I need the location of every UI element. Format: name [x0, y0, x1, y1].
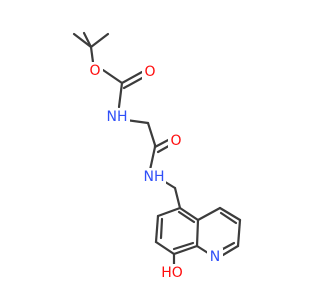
bond: [177, 210, 196, 224]
bond: [154, 214, 160, 244]
atom-label-o-ester: O: [89, 63, 100, 79]
bond: [101, 68, 124, 85]
bond: [195, 218, 200, 248]
bond: [172, 244, 199, 256]
amide-oxygen-label: O: [168, 132, 184, 150]
bond: [122, 75, 146, 90]
bond: [154, 240, 176, 256]
atom-label-nh-amide: NH: [144, 169, 165, 185]
bond: [219, 241, 236, 252]
bond: [146, 121, 157, 147]
bond: [82, 31, 93, 49]
molecule-diagram: HO N NH O NH O O: [72, 31, 242, 282]
bond: [148, 145, 157, 172]
ester-oxygen-label: O: [87, 62, 103, 80]
atom-label-nh-carbamate: NH: [107, 109, 128, 125]
bond: [89, 32, 110, 49]
hydroxyl-label: HO: [157, 264, 187, 282]
bond: [117, 81, 124, 109]
bond: [219, 211, 238, 225]
atom-label-o-amide: O: [170, 133, 181, 149]
bond: [120, 70, 144, 85]
atom-label-o-carbonyl: O: [144, 64, 155, 80]
carbamate-carbonyl-oxygen-label: O: [142, 63, 158, 81]
bond: [156, 206, 182, 218]
bond: [221, 244, 240, 257]
bond: [173, 186, 182, 210]
atom-label-ho: HO: [161, 265, 183, 281]
bond: [195, 244, 210, 255]
atom-label-n-ring: N: [210, 249, 220, 265]
bond: [72, 32, 93, 49]
bond: [236, 218, 242, 248]
atom-labels: HO N NH O NH O O: [87, 62, 223, 282]
amide-nh-label: NH: [142, 168, 166, 186]
carbamate-nh-label: NH: [106, 108, 130, 126]
bond: [178, 206, 200, 222]
bond: [218, 206, 242, 222]
quinoline-nitrogen-label: N: [207, 248, 223, 266]
bond: [159, 217, 164, 240]
bond: [172, 241, 195, 251]
bond: [196, 206, 222, 222]
